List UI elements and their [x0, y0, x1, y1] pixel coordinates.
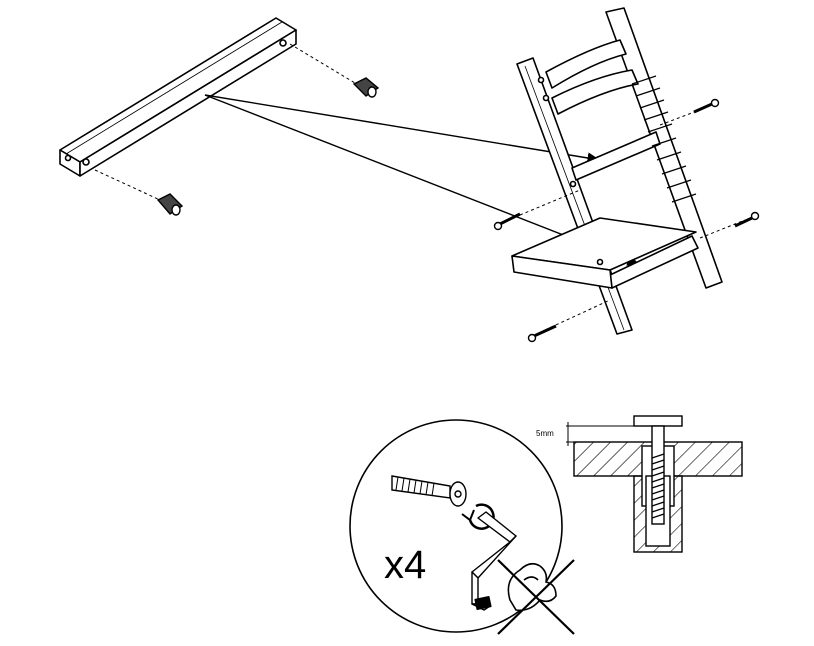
bolt-icon [734, 211, 760, 228]
bolt-icon [391, 475, 467, 507]
no-force-icon [497, 559, 575, 635]
crossbar [59, 17, 297, 177]
barrel-nut-icon [352, 77, 380, 98]
bolt-icon [493, 212, 521, 231]
bolt-icon [693, 98, 720, 114]
dimension-label: 5mm [536, 429, 554, 438]
barrel-nut-icon [156, 193, 184, 216]
cross-section-detail: 5mm [536, 415, 743, 553]
bolt-icon [527, 324, 557, 343]
barrel-nut-guides [94, 43, 361, 201]
detail-circle [349, 419, 563, 633]
allen-key-icon [471, 511, 517, 611]
bolt-guides [519, 107, 746, 331]
tightening-detail: x4 [349, 419, 575, 635]
quantity-label: x4 [384, 543, 426, 587]
chair-side-frame [511, 7, 723, 335]
